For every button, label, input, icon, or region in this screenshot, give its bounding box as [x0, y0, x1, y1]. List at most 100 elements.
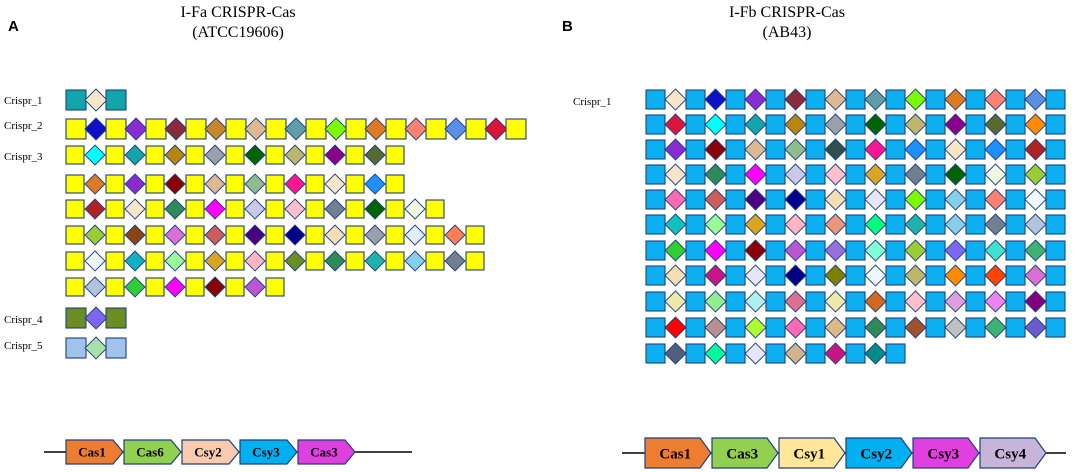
- repeat-square: [345, 118, 367, 140]
- spacer-diamond: [124, 173, 146, 195]
- spacer-diamond: [364, 144, 386, 166]
- crispr-array-a3: [65, 144, 485, 298]
- repeat-square: [345, 145, 365, 165]
- gene-label: Csy4: [994, 446, 1026, 462]
- spacer-diamond: [664, 188, 687, 211]
- spacer-diamond: [664, 163, 687, 186]
- repeat-square: [765, 291, 786, 312]
- repeat-square: [805, 317, 826, 338]
- repeat-square: [1045, 265, 1066, 286]
- repeat-square: [765, 189, 786, 210]
- repeat-square: [885, 240, 906, 261]
- repeat-square: [845, 214, 866, 235]
- spacer-diamond: [84, 250, 106, 272]
- repeat-square: [645, 214, 666, 235]
- spacer-diamond: [664, 213, 687, 236]
- spacer-diamond: [84, 198, 106, 220]
- repeat-square: [1005, 189, 1026, 210]
- spacer-diamond: [124, 276, 146, 298]
- spacer-diamond: [284, 117, 308, 141]
- repeat-square: [1045, 89, 1066, 110]
- repeat-square: [845, 114, 866, 135]
- panel-a-title: I-Fa CRISPR-Cas: [180, 4, 295, 21]
- repeat-square: [1005, 265, 1026, 286]
- spacer-diamond: [204, 173, 226, 195]
- spacer-diamond: [284, 224, 306, 246]
- spacer-diamond: [984, 163, 1007, 186]
- spacer-diamond: [984, 188, 1007, 211]
- spacer-diamond: [1024, 264, 1047, 287]
- repeat-square: [645, 189, 666, 210]
- spacer-diamond: [904, 239, 927, 262]
- repeat-square: [105, 251, 125, 271]
- repeat-square: [105, 307, 127, 329]
- repeat-square: [965, 89, 986, 110]
- repeat-square: [1045, 214, 1066, 235]
- repeat-square: [645, 164, 666, 185]
- spacer-diamond: [324, 250, 346, 272]
- spacer-diamond: [284, 198, 306, 220]
- repeat-square: [925, 114, 946, 135]
- repeat-square: [845, 189, 866, 210]
- repeat-square: [725, 89, 746, 110]
- spacer-diamond: [364, 198, 386, 220]
- gene-label: Csy3: [927, 446, 959, 462]
- spacer-diamond: [1024, 163, 1047, 186]
- repeat-square: [725, 214, 746, 235]
- panel-b-letter: B: [562, 18, 573, 35]
- repeat-square: [645, 343, 666, 364]
- spacer-diamond: [904, 88, 927, 111]
- gene-arrow-csy2: [845, 437, 913, 469]
- repeat-square: [385, 199, 405, 219]
- spacer-diamond: [744, 138, 767, 161]
- repeat-square: [1005, 114, 1026, 135]
- spacer-diamond: [864, 239, 887, 262]
- crispr-array-a4: [65, 306, 127, 330]
- repeat-square: [425, 199, 445, 219]
- repeat-square: [925, 214, 946, 235]
- spacer-diamond: [864, 138, 887, 161]
- repeat-square: [1045, 139, 1066, 160]
- repeat-square: [805, 114, 826, 135]
- spacer-diamond: [124, 198, 146, 220]
- spacer-diamond: [944, 138, 967, 161]
- repeat-square: [645, 291, 666, 312]
- repeat-square: [845, 291, 866, 312]
- spacer-diamond: [324, 173, 346, 195]
- repeat-square: [265, 199, 285, 219]
- spacer-diamond: [84, 336, 108, 360]
- repeat-square: [765, 240, 786, 261]
- repeat-square: [385, 251, 405, 271]
- spacer-diamond: [364, 173, 386, 195]
- panel-b-subtitle: (AB43): [763, 24, 812, 41]
- repeat-square: [965, 139, 986, 160]
- spacer-diamond: [664, 316, 687, 339]
- repeat-square: [65, 337, 87, 359]
- spacer-diamond: [1024, 213, 1047, 236]
- repeat-square: [265, 277, 285, 297]
- gene-arrow-csy3: [239, 439, 298, 465]
- spacer-diamond: [864, 188, 887, 211]
- repeat-square: [385, 145, 405, 165]
- repeat-square: [685, 317, 706, 338]
- repeat-square: [1045, 189, 1066, 210]
- spacer-diamond: [864, 88, 887, 111]
- spacer-diamond: [84, 144, 106, 166]
- spacer-diamond: [944, 213, 967, 236]
- spacer-diamond: [704, 342, 727, 365]
- repeat-square: [465, 225, 485, 245]
- repeat-square: [145, 118, 167, 140]
- spacer-diamond: [244, 224, 266, 246]
- repeat-square: [425, 225, 445, 245]
- repeat-square: [845, 265, 866, 286]
- spacer-diamond: [244, 117, 268, 141]
- spacer-diamond: [904, 188, 927, 211]
- spacer-diamond: [784, 138, 807, 161]
- repeat-square: [845, 240, 866, 261]
- repeat-square: [765, 139, 786, 160]
- repeat-square: [185, 145, 205, 165]
- repeat-square: [305, 251, 325, 271]
- repeat-square: [645, 317, 666, 338]
- spacer-diamond: [824, 138, 847, 161]
- spacer-diamond: [664, 239, 687, 262]
